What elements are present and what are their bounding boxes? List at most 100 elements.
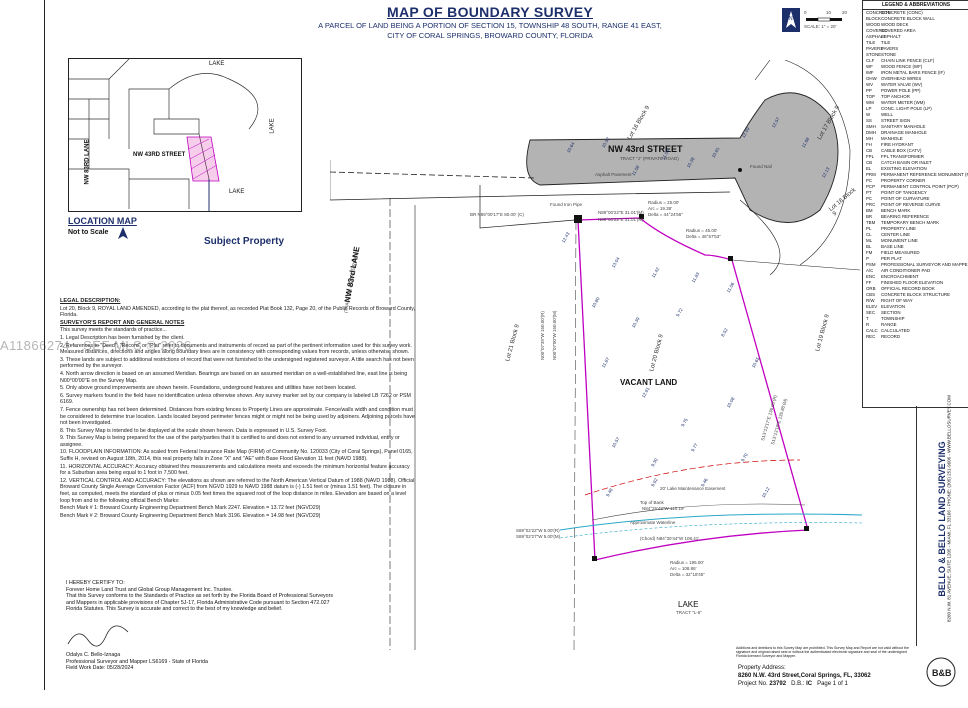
legend-symbol: TILE — [866, 40, 876, 45]
legend-symbol: W — [866, 112, 871, 117]
bearing-top-1: N89°00'22"E 31.01'(M) — [598, 210, 644, 215]
legend-description: CONCRETE BLOCK WALL — [881, 16, 935, 21]
legend-symbol: SS — [866, 118, 872, 123]
boundary-plat: NW 43rd STREET TRACT "J" (PRIVATE ROAD) … — [329, 59, 863, 651]
legend-description: CONCRETE BLOCK STRUCTURE — [881, 292, 951, 297]
survey-sheet — [44, 0, 968, 690]
db-value: IC — [806, 681, 813, 687]
bearing-bottom-3: S89°02'27"W 5.00'(M) — [516, 534, 561, 539]
plat-drawing — [329, 59, 863, 651]
note-item: 11. HORIZONTAL ACCURACY: Accuracy obtain… — [60, 463, 410, 477]
subject-property-label: Subject Property — [204, 236, 285, 247]
certification: I HEREBY CERTIFY TO: Forever Home Land T… — [66, 580, 336, 613]
legend-symbol: R/W — [866, 298, 875, 303]
legend-symbol: STONE — [866, 52, 882, 57]
legend-description: TOP ANCHOR — [881, 94, 910, 99]
note-item: 10. FLOODPLAIN INFORMATION: As scaled fr… — [60, 449, 413, 463]
legend-title: LEGEND & ABBREVIATIONS — [863, 1, 968, 10]
scale-text: SCALE: 1" = 20' — [804, 24, 837, 29]
footer-address-block: Property Address: 8260 N.W. 43rd Street,… — [736, 664, 918, 708]
note-item: 7. Fence ownership has not been determin… — [60, 406, 415, 427]
curve-bot-radius: Radius = 195.00' — [670, 560, 704, 565]
legend-symbol: ORB — [866, 286, 876, 291]
legend-description: PERMANENT REFERENCE MONUMENT (PRM) — [881, 172, 968, 177]
lake-label: LAKE — [678, 600, 699, 609]
legend-symbol: PCP — [866, 184, 876, 189]
legend-symbol: LP — [866, 106, 872, 111]
legend-description: PERMANENT CONTROL POINT (PCP) — [881, 184, 959, 189]
north-arrow-and-scale: N 0 10 20 SCALE: 1" = 20' — [780, 6, 860, 38]
legend-symbol: A/C — [866, 268, 874, 273]
legend-symbol: BM — [866, 208, 873, 213]
legend-description: RECORD — [881, 334, 901, 339]
legend-description: TILE — [881, 40, 891, 45]
legend-row: PCP PERMANENT CONTROL POINT (PCP) — [863, 184, 968, 190]
legend-symbol: PP — [866, 88, 872, 93]
found-iron-pipe: Found Iron Pipe — [550, 202, 583, 207]
watermark: A11866274 - SEF MLS © 2026 — [0, 338, 192, 353]
legend-description: ENCROACHMENT — [881, 274, 919, 279]
legend-description: DRAINAGE MANHOLE — [881, 130, 927, 135]
map-title: MAP OF BOUNDARY SURVEY — [386, 4, 593, 20]
legend-description: BEARING REFERENCE — [881, 214, 930, 219]
legend-description: SECTION — [881, 310, 901, 315]
legend-description: POWER POLE (PP) — [881, 88, 921, 93]
curve-top-data: Radius = 25.00' Arc = 19.38' Delta = 44°… — [648, 200, 683, 218]
project-number: 23792 — [769, 681, 787, 687]
legend-description: WATER VALVE (WV) — [881, 82, 923, 87]
curve-bot-delta: Delta = 32°18'45" — [670, 572, 705, 577]
legend-description: WATER METER (WM) — [881, 100, 925, 105]
project-label: Project No. — [738, 681, 768, 687]
legend-symbol: TOP — [866, 94, 875, 99]
note-item: 3. These lands are subject to additional… — [60, 356, 414, 370]
legend-symbol: FM — [866, 250, 873, 255]
bearing-bottom-2: S89°02'22"W 5.00'(R) — [516, 528, 560, 533]
legend-symbol: SMH — [866, 124, 876, 129]
curve-bottom-data: Radius = 195.00' Arc = 108.86' Delta = 3… — [670, 560, 705, 578]
notes-heading: SURVEYOR'S REPORT AND GENERAL NOTES — [60, 319, 185, 326]
field-work-date: Field Work Date: 05/28/2024 — [66, 665, 134, 672]
scale-tick-0: 0 — [804, 10, 807, 15]
bearing-left: N00°07'39"W 150.00'(R) — [540, 311, 545, 360]
property-address: 8260 N.W. 43rd Street,Coral Springs, FL,… — [738, 673, 871, 679]
legend-symbol: R — [866, 322, 870, 327]
company-contact: 8260 N.W. 81 AVENUE, SUITE 1205 - MIAMI,… — [946, 395, 952, 622]
location-north-icon — [118, 226, 128, 239]
note-item: 4. North arrow direction is based on an … — [60, 370, 408, 384]
legend-description: FINISHED FLOOR ELEVATION — [881, 280, 944, 285]
lake-tract-label: TRACT "L-5" — [676, 610, 702, 615]
legend-symbol: PRC — [866, 202, 876, 207]
bearing-bottom-1: N84°25'48"W 110.19' — [642, 506, 685, 511]
legend-symbol: MH — [866, 136, 873, 141]
legend-description: CENTER LINE — [881, 232, 911, 237]
cert-to: Forever Home Land Trust and Global Group… — [66, 586, 233, 593]
legend-symbol: ASPHALT — [866, 34, 886, 39]
legend-description: TOWNSHIP — [881, 316, 905, 321]
legend-description: ASPHALT — [881, 34, 901, 39]
curve-mid-delta: Delta = 48°57'53" — [686, 234, 721, 239]
cert-heading: I HEREBY CERTIFY TO: — [66, 580, 125, 586]
property-address-label: Property Address: — [738, 665, 786, 671]
note-item: 5. Only above ground improvements are sh… — [60, 385, 357, 392]
company-title-block: BELLO & BELLO LAND SURVEYING 8260 N.W. 8… — [916, 395, 968, 646]
